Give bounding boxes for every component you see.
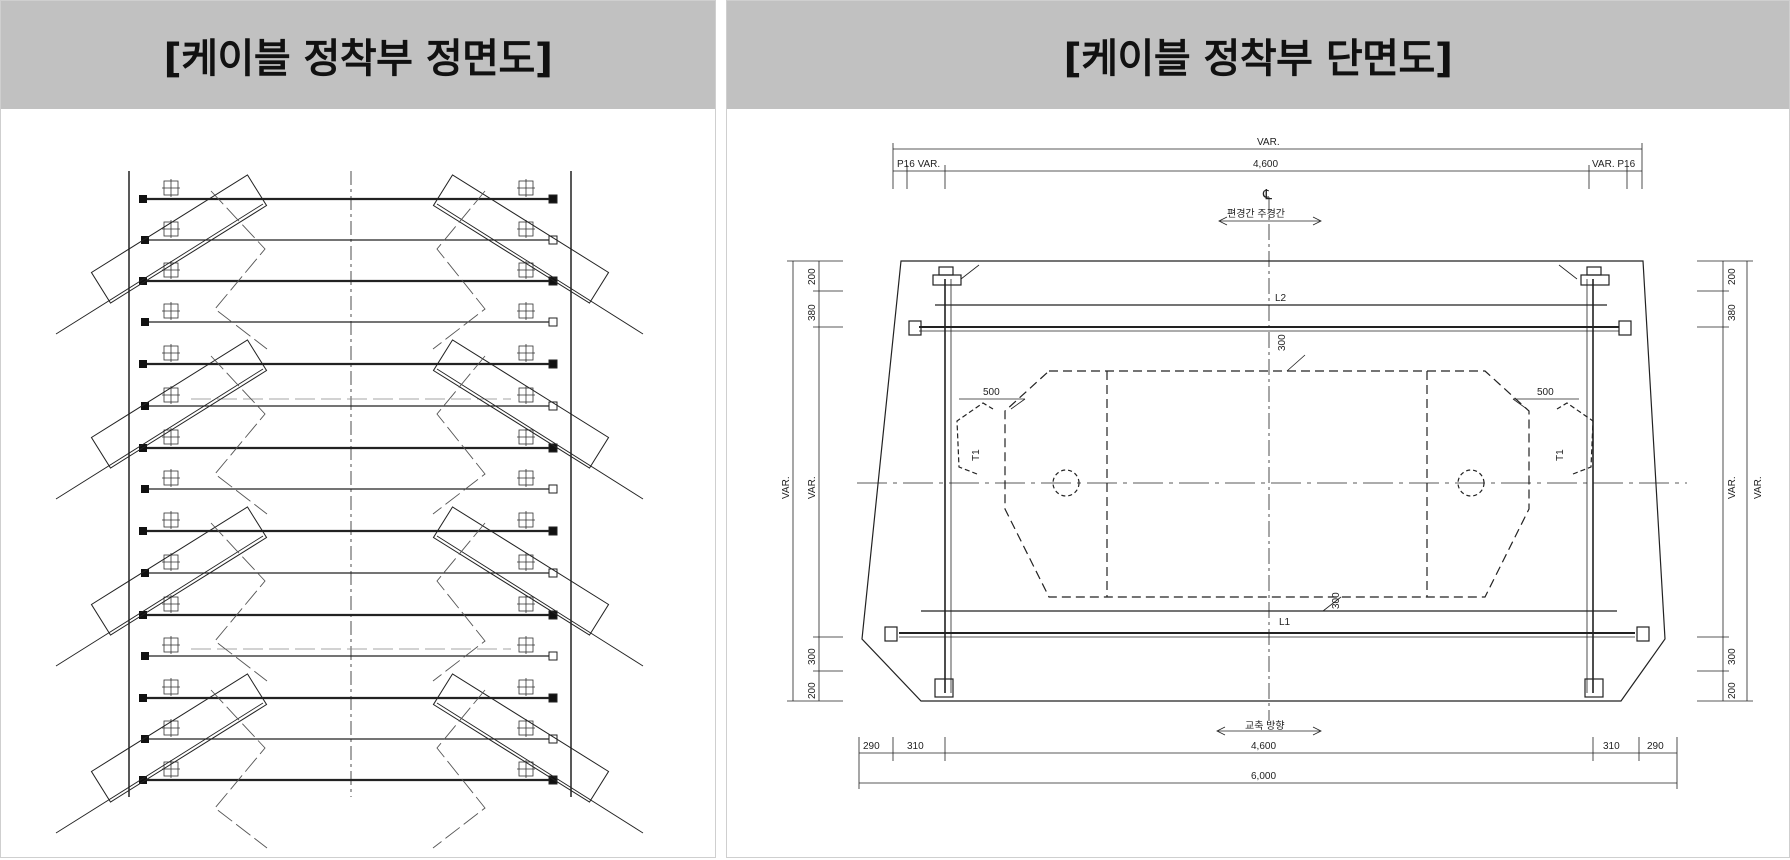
right-dim-var-inner: VAR.: [1727, 476, 1738, 499]
cable-line-right: [436, 535, 644, 667]
cable-sleeve-left: [90, 174, 268, 304]
left-dim-var-inner: VAR.: [807, 476, 818, 499]
right-dim-380: 380: [1727, 304, 1738, 321]
section-view-drawing: VAR. P16 VAR. 4,600 VAR. P16 ℄ 편경간 주경간 L…: [781, 137, 1764, 789]
dashed-zigzag-left: [210, 689, 268, 849]
bar-end: [548, 526, 558, 536]
bar-end: [548, 401, 558, 411]
bar-end: [548, 568, 558, 578]
bar-end: [548, 484, 558, 494]
bar-end: [139, 694, 147, 702]
bottom-dim-4600: 4,600: [1251, 741, 1276, 752]
box-void: [1004, 370, 1530, 598]
bar-end: [141, 735, 149, 743]
section-outline: [861, 260, 1666, 702]
dashed-zigzag-right: [432, 190, 486, 350]
front-view-panel: [케이블 정착부 정면도]: [0, 0, 716, 858]
cable-sleeve-right: [432, 339, 610, 469]
bar-end: [139, 360, 147, 368]
bar-end: [141, 485, 149, 493]
bar-end: [141, 318, 149, 326]
right-dim-var-outer: VAR.: [1753, 476, 1764, 499]
bar-end: [141, 236, 149, 244]
left-dim-var-outer: VAR.: [781, 476, 792, 499]
cable-line-left: [55, 702, 264, 834]
dashed-zigzag-right: [432, 522, 486, 682]
right-dim-200-top: 200: [1727, 268, 1738, 285]
section-view-panel: [케이블 정착부 단면도]: [726, 0, 1790, 858]
cable-sleeve-left: [90, 673, 268, 803]
cable-line-right: [436, 702, 644, 834]
bar-end: [139, 527, 147, 535]
left-dim-300: 300: [807, 648, 818, 665]
left-chamfer-label: 500: [983, 387, 1000, 398]
left-dim-200-top: 200: [807, 268, 818, 285]
bar-end: [139, 277, 147, 285]
dim-top-right: VAR. P16: [1592, 159, 1636, 170]
bottom-note: 교축 방향: [1245, 720, 1285, 732]
anchor-bracket-right: [1556, 402, 1594, 475]
right-chamfer-label: 500: [1537, 387, 1554, 398]
cable-line-left: [55, 203, 264, 335]
cable-line-left: [55, 535, 264, 667]
dashed-zigzag-left: [210, 190, 268, 350]
bar-end: [548, 317, 558, 327]
right-dim-200-bottom: 200: [1727, 682, 1738, 699]
cable-sleeve-right: [432, 506, 610, 636]
cable-sleeve-left: [90, 506, 268, 636]
dim-top-overall: VAR.: [1257, 137, 1280, 148]
bar-end: [548, 194, 558, 204]
upper-bar-label: L2: [1275, 293, 1287, 304]
upper-gap-label: 300: [1277, 334, 1288, 351]
bar-end: [141, 402, 149, 410]
cable-sleeve-right: [432, 174, 610, 304]
bar-end: [139, 776, 147, 784]
bar-end: [548, 693, 558, 703]
right-t-label: T1: [1555, 449, 1566, 461]
bar-end: [141, 569, 149, 577]
left-t-label: T1: [971, 449, 982, 461]
cable-line-right: [436, 203, 644, 335]
centerline-mark: ℄: [1262, 186, 1272, 202]
bottom-dim-290-left: 290: [863, 741, 880, 752]
bar-end: [548, 359, 558, 369]
cable-sleeve-left: [90, 339, 268, 469]
front-view-title: [케이블 정착부 정면도]: [163, 36, 553, 82]
dashed-zigzag-left: [210, 355, 268, 515]
cable-line-right: [436, 368, 644, 500]
dashed-zigzag-right: [432, 355, 486, 515]
right-dim-300: 300: [1727, 648, 1738, 665]
dashed-zigzag-right: [432, 689, 486, 849]
bar-end: [548, 651, 558, 661]
top-note: 편경간 주경간: [1227, 207, 1285, 220]
dim-top-left: P16 VAR.: [897, 159, 940, 170]
section-view-title: [케이블 정착부 단면도]: [1063, 36, 1453, 82]
dashed-zigzag-left: [210, 522, 268, 682]
cable-sleeve-right: [432, 673, 610, 803]
left-dim-380: 380: [807, 304, 818, 321]
bottom-dim-310-left: 310: [907, 741, 924, 752]
lower-gap-label: 300: [1331, 592, 1342, 609]
bottom-dim-overall: 6,000: [1251, 771, 1276, 782]
bottom-dim-290-right: 290: [1647, 741, 1664, 752]
bar-end: [139, 195, 147, 203]
front-view-header: [케이블 정착부 정면도]: [1, 1, 715, 109]
section-view-header: [케이블 정착부 단면도]: [727, 1, 1789, 109]
bar-end: [141, 652, 149, 660]
cable-line-left: [55, 368, 264, 500]
dim-top-center: 4,600: [1253, 159, 1278, 170]
anchor-bracket-left: [956, 402, 994, 475]
lower-bar-label: L1: [1279, 617, 1291, 628]
left-dim-200-bottom: 200: [807, 682, 818, 699]
front-view-drawing: [55, 171, 644, 849]
bottom-dim-310-right: 310: [1603, 741, 1620, 752]
